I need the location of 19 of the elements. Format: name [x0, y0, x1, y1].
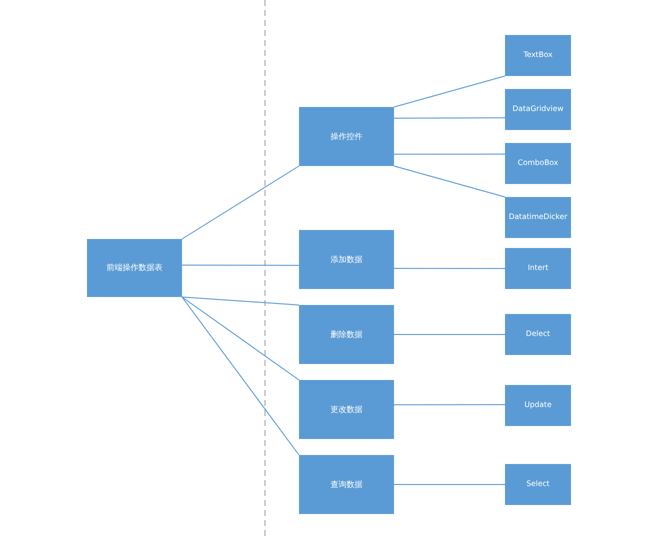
connector-line [394, 404, 506, 406]
connector-line [394, 154, 506, 155]
process-box: 删除数据 [299, 305, 394, 364]
connector-line [182, 166, 300, 240]
process-box: 更改数据 [299, 380, 394, 439]
connector-line [182, 264, 300, 266]
process-box: 查询数据 [299, 455, 394, 514]
process-box: 添加数据 [299, 230, 394, 289]
connector-line [394, 334, 506, 335]
connector-line [182, 296, 300, 306]
connector-line [394, 484, 506, 485]
connector-line [394, 166, 506, 198]
connector-line [394, 268, 506, 269]
connector-line [394, 117, 506, 119]
process-box: 操作控件 [299, 107, 394, 166]
connector-line [394, 76, 506, 108]
connector-line [182, 296, 300, 456]
connector-line [182, 296, 300, 380]
process-box: 前端操作数据表 [87, 239, 182, 297]
